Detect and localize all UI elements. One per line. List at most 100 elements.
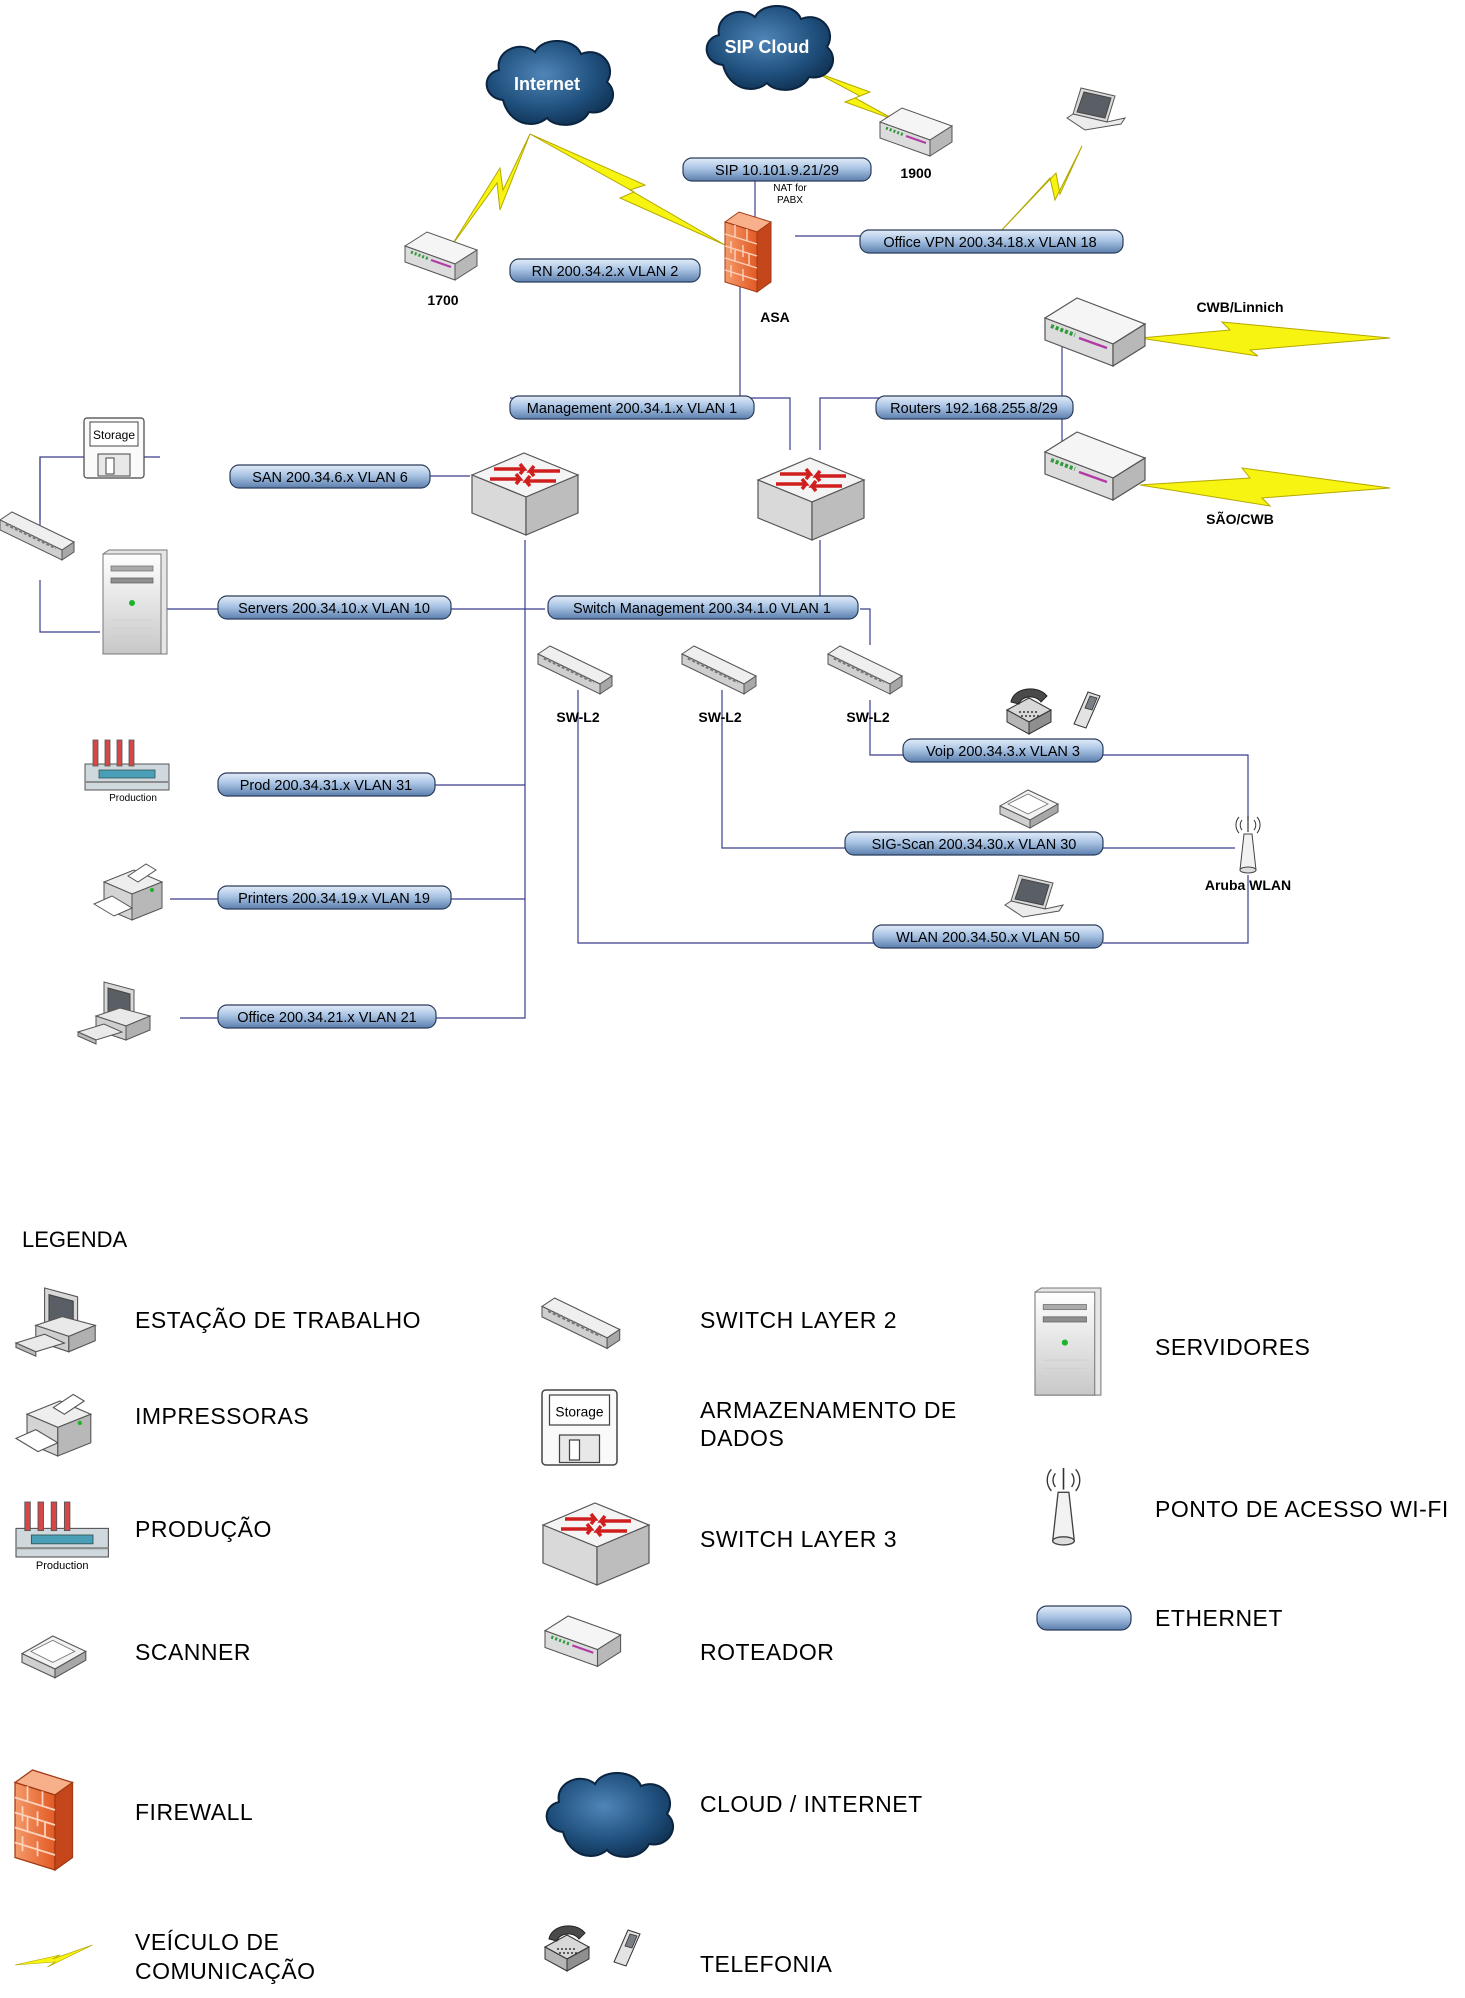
wlan-laptop-icon [1004,874,1064,918]
pipe-management-label: Management 200.34.1.x VLAN 1 [527,401,737,417]
legend-switch-l2-label: SWITCH LAYER 2 [700,1307,897,1333]
pipe-switch-mgmt-label: Switch Management 200.34.1.0 VLAN 1 [573,601,831,617]
cwb-linnich-label: CWB/Linnich [1196,299,1283,315]
legend-servers-label: SERVIDORES [1155,1334,1310,1360]
pipe-rn: RN 200.34.2.x VLAN 2 [509,258,701,283]
legend-wifi-icon [1046,1467,1081,1546]
pipe-switch-mgmt: Switch Management 200.34.1.0 VLAN 1 [547,595,859,620]
aruba-ap [1235,815,1261,874]
printer-icon [93,863,163,921]
legend-scanner-label: SCANNER [135,1639,251,1665]
storage-device: Storage [83,417,145,479]
production-device-label: Production [109,793,157,804]
aruba-label: Aruba WLAN [1205,877,1291,893]
l3-switch-core [470,451,580,537]
lightning-links [449,71,1391,507]
internet-cloud: Internet [485,39,615,126]
lightning-sip-1900 [814,71,896,121]
legend-title: LEGENDA [22,1227,127,1252]
pipe-printers-label: Printers 200.34.19.x VLAN 19 [238,891,430,907]
legend-switch-l2-icon [540,1296,622,1350]
server-tower [102,549,168,655]
legend-wifi-label: PONTO DE ACESSO WI-FI [1155,1496,1449,1522]
sw-l2-1-label: SW-L2 [556,709,599,725]
l2-switch-san [0,510,76,562]
laptop-vpn-icon [1066,87,1126,131]
pipe-management: Management 200.34.1.x VLAN 1 [509,395,755,420]
legend-scanner-icon [21,1635,87,1679]
router-1900-label: 1900 [900,165,931,181]
storage-device-label: Storage [93,428,135,442]
sw-l2-2: SW-L2 [680,644,758,725]
legend-printer-icon [15,1393,92,1457]
lightning-cwb-linnich [1139,321,1391,357]
legend-lightning-icon [14,1944,93,1968]
nat-note-line2: PABX [777,195,803,206]
legend-production-icon: Production [14,1500,110,1572]
pipe-sigscan: SIG-Scan 200.34.30.x VLAN 30 [844,831,1104,856]
legend-switch-l3-label: SWITCH LAYER 3 [700,1526,897,1552]
legend-production-label: PRODUÇÃO [135,1516,272,1542]
legend-server-icon [1034,1287,1102,1396]
legend-firewall-label: FIREWALL [135,1799,253,1825]
sw-l2-1: SW-L2 [536,644,614,725]
legend-vehicle-label-2: COMUNICAÇÃO [135,1958,316,1984]
legend-printers-label: IMPRESSORAS [135,1403,309,1429]
legend-ethernet-icon [1036,1605,1132,1631]
ethernet-pipes: SIP 10.101.9.21/29 RN 200.34.2.x VLAN 2 … [217,157,1124,1029]
pipe-prod: Prod 200.34.31.x VLAN 31 [217,772,436,797]
voip-phone-icon [1006,688,1052,735]
pipe-printers: Printers 200.34.19.x VLAN 19 [217,885,452,910]
legend-workstation-label: ESTAÇÃO DE TRABALHO [135,1307,421,1333]
sao-cwb-label: SÃO/CWB [1206,510,1274,527]
pipe-office: Office 200.34.21.x VLAN 21 [217,1004,437,1029]
router-cwb-linnich [1043,296,1147,368]
pipe-voip-label: Voip 200.34.3.x VLAN 3 [926,744,1080,760]
pipe-sip-label: SIP 10.101.9.21/29 [715,163,839,179]
router-1700-label: 1700 [427,292,458,308]
pipe-servers-label: Servers 200.34.10.x VLAN 10 [238,601,430,617]
router-1700: 1700 [403,230,479,308]
pipe-prod-label: Prod 200.34.31.x VLAN 31 [240,778,413,794]
legend-cellphone-icon [613,1929,641,1967]
l3-switch-secondary [756,456,866,542]
lightning-internet-asa [529,133,726,246]
workstation-icon [77,981,151,1045]
legend-cloud-label: CLOUD / INTERNET [700,1791,923,1817]
voip-cellphone-icon [1073,691,1101,729]
legend-vehicle-label-1: VEÍCULO DE [135,1929,279,1955]
scanner-endpoint-icon [999,789,1059,829]
legend-phone-icon [544,1925,590,1972]
pipe-servers: Servers 200.34.10.x VLAN 10 [217,595,452,620]
internet-label: Internet [514,74,580,94]
pipe-routers-label: Routers 192.168.255.8/29 [890,401,1058,417]
sw-l2-3-label: SW-L2 [846,709,889,725]
legend-storage-label-2: DADOS [700,1425,784,1451]
pipe-office-vpn: Office VPN 200.34.18.x VLAN 18 [859,229,1124,254]
pipe-wlan-label: WLAN 200.34.50.x VLAN 50 [896,930,1080,946]
asa-label: ASA [760,309,790,325]
pipe-office-label: Office 200.34.21.x VLAN 21 [237,1010,417,1026]
pipe-routers: Routers 192.168.255.8/29 [875,395,1074,420]
legend-firewall-icon [14,1769,74,1871]
lightning-internet-1700 [449,133,531,249]
pipe-office-vpn-label: Office VPN 200.34.18.x VLAN 18 [883,235,1096,251]
sw-l2-3: SW-L2 [826,644,904,725]
pipe-wlan: WLAN 200.34.50.x VLAN 50 [872,924,1104,949]
asa-firewall: ASA [724,211,790,325]
sw-l2-2-label: SW-L2 [698,709,741,725]
legend-ethernet-label: ETHERNET [1155,1605,1283,1631]
pipe-rn-label: RN 200.34.2.x VLAN 2 [532,264,679,280]
legend-telephony-label: TELEFONIA [700,1951,832,1977]
lightning-vpn-laptop [999,145,1083,233]
legend-storage-icon-label: Storage [555,1404,604,1419]
production-icon: Production [84,739,170,804]
router-1900: 1900 [878,106,954,181]
pipe-sigscan-label: SIG-Scan 200.34.30.x VLAN 30 [872,837,1077,853]
router-sao-cwb [1043,430,1147,502]
legend-router-label: ROTEADOR [700,1639,834,1665]
pipe-voip: Voip 200.34.3.x VLAN 3 [902,738,1104,763]
legend-switch-l3-icon [541,1501,651,1587]
lightning-sao-cwb [1139,467,1391,507]
